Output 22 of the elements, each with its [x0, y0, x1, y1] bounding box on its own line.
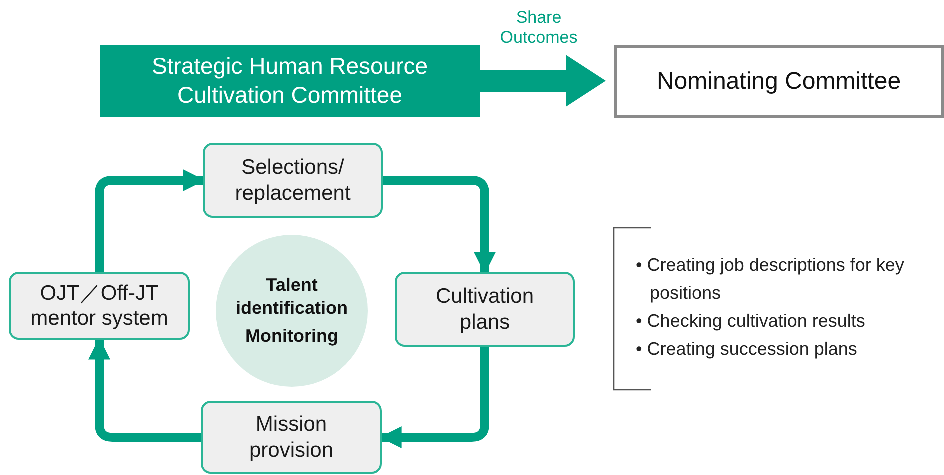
bullet-item: • Creating succession plans	[636, 338, 858, 361]
box-label: Mission provision	[248, 412, 335, 463]
box-label: OJT／Off-JT mentor system	[30, 280, 170, 332]
process-box	[201, 401, 382, 474]
bullet-item: • Checking cultivation results	[636, 310, 866, 333]
box-label: Selections/ replacement	[234, 155, 352, 206]
circle-label: Monitoring	[246, 324, 338, 348]
box-label: Cultivation plans	[434, 284, 536, 335]
committee-box	[614, 45, 944, 118]
process-box	[9, 272, 190, 340]
committee-banner	[100, 45, 480, 117]
circle-label: Talent identification	[235, 274, 349, 320]
box-label: Strategic Human Resource Cultivation Committee	[150, 52, 430, 110]
arrow	[383, 176, 496, 274]
bullet-item: • Creating job descriptions for key positions	[636, 254, 906, 305]
arrow	[380, 347, 490, 448]
process-box	[203, 143, 383, 218]
process-box	[395, 272, 575, 347]
arrow	[95, 170, 206, 272]
arrow	[88, 338, 201, 442]
block-arrow	[480, 55, 606, 107]
box-label: Nominating Committee	[656, 68, 902, 96]
